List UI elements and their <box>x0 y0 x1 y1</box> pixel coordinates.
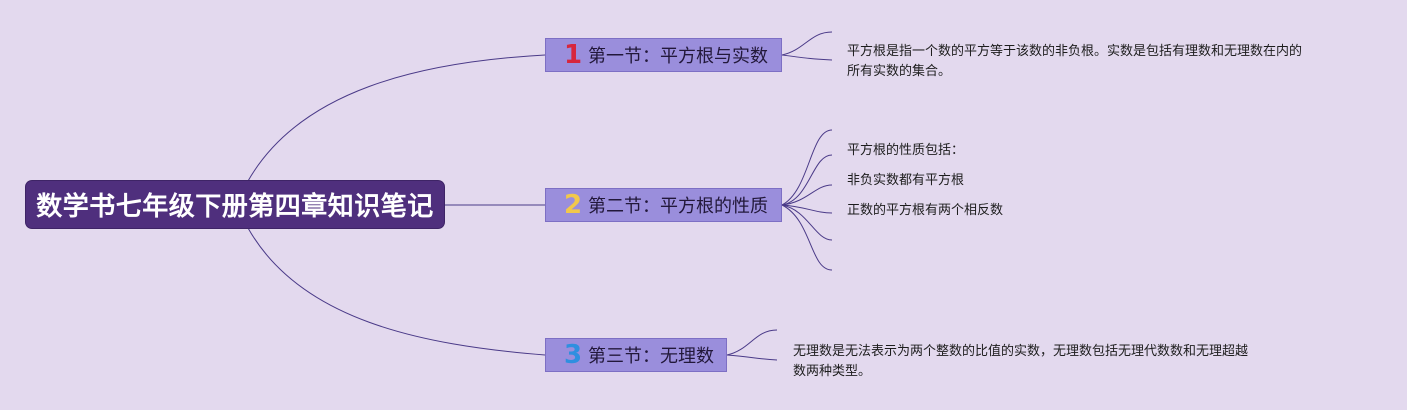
section-1-note: 平方根是指一个数的平方等于该数的非负根。实数是包括有理数和无理数在内的 所有实数… <box>847 42 1367 82</box>
root-topic[interactable]: 数学书七年级下册第四章知识笔记 <box>26 181 444 228</box>
section-3-number-icon: 3 <box>564 340 583 370</box>
connector-s1-branch-a <box>781 31 833 56</box>
connector-s2-branch-f <box>781 204 833 271</box>
section-3-note-line-1: 无理数是无法表示为两个整数的比值的实数，无理数包括无理代数数和无理超越 <box>793 344 1249 359</box>
section-2-note-3: 正数的平方根有两个相反数 <box>847 203 1004 218</box>
section-2-number-icon: 2 <box>564 190 583 220</box>
section-1-note-line-1: 平方根是指一个数的平方等于该数的非负根。实数是包括有理数和无理数在内的 <box>847 44 1303 59</box>
section-2-note-2: 非负实数都有平方根 <box>847 173 965 188</box>
section-1-node[interactable]: 1 第一节：平方根与实数 <box>545 38 782 72</box>
section-2-node[interactable]: 2 第二节：平方根的性质 <box>545 188 782 222</box>
section-2-note-1: 平方根的性质包括： <box>847 143 965 158</box>
section-1-title: 第一节：平方根与实数 <box>588 46 768 67</box>
connector-root-section-3 <box>247 227 546 356</box>
connector-s3-branch-a <box>726 329 778 356</box>
connector-s2-branch-e <box>781 204 833 241</box>
connector-s2-branch-d <box>781 204 833 214</box>
section-3-note: 无理数是无法表示为两个整数的比值的实数，无理数包括无理代数数和无理超越 数两种类… <box>793 342 1353 382</box>
connector-s2-branch-a <box>781 129 833 206</box>
connector-root-section-1 <box>247 54 546 182</box>
connector-s2-branch-b <box>781 154 833 206</box>
section-1-number-icon: 1 <box>564 40 583 70</box>
section-3-title: 第三节：无理数 <box>588 346 714 367</box>
connector-s1-branch-b <box>781 54 833 61</box>
connector-s2-branch-c <box>781 184 833 206</box>
section-3-node[interactable]: 3 第三节：无理数 <box>545 338 727 372</box>
section-2-title: 第二节：平方根的性质 <box>588 196 768 217</box>
connector-s3-branch-b <box>726 354 778 361</box>
section-1-note-line-2: 所有实数的集合。 <box>847 64 952 79</box>
section-3-note-line-2: 数两种类型。 <box>793 364 872 379</box>
root-title: 数学书七年级下册第四章知识笔记 <box>36 192 434 222</box>
